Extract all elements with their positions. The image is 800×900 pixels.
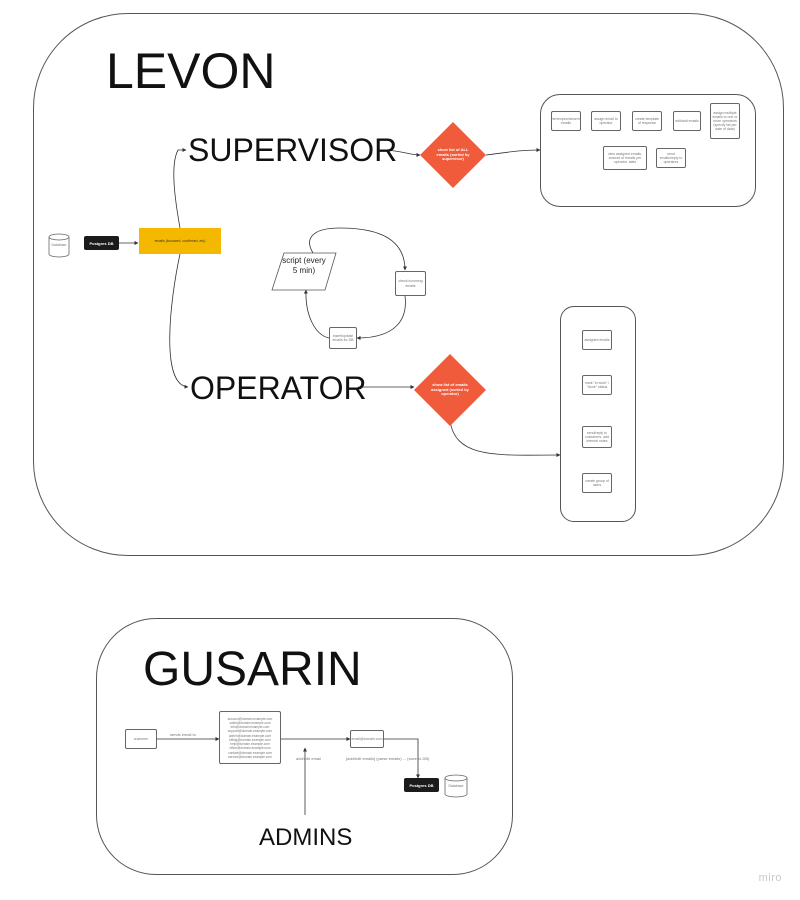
check-emails-node[interactable]: check incoming emails xyxy=(395,271,426,296)
admins-label: ADMINS xyxy=(259,824,353,851)
email-address-item: support@domain.example.com xyxy=(227,728,273,733)
gusarin-postgres-node[interactable]: Postgres DB xyxy=(404,778,439,792)
gusarin-frame xyxy=(96,618,513,875)
levon-title: LEVON xyxy=(106,43,276,99)
miro-watermark: miro xyxy=(758,872,782,884)
supervisor-label: SUPERVISOR xyxy=(188,132,398,168)
add-edit-email-label: add/edit email xyxy=(296,756,321,761)
email-address-item: office@domain.example.com xyxy=(229,745,271,750)
customer-node[interactable]: customer xyxy=(125,729,157,749)
operator-card[interactable]: create group of users xyxy=(582,473,612,493)
supervisor-card[interactable]: edit/add emails xyxy=(673,111,701,131)
flow-description-label: [add/edit emails] (parse emails) ... (sa… xyxy=(346,756,430,761)
operator-diamond-text: show list of emails assigned (sorted by … xyxy=(431,381,469,397)
levon-postgres-node[interactable]: Postgres DB xyxy=(84,236,119,250)
operator-card[interactable]: send/reply to customers, add internal no… xyxy=(582,426,612,448)
operator-panel xyxy=(560,306,636,522)
email-address-item: billing@domain.example.com xyxy=(229,737,271,742)
email-address-item: info@domain.example.com xyxy=(230,724,270,729)
operator-card[interactable]: mark "in work" / "done" status xyxy=(582,375,612,395)
levon-frame xyxy=(33,13,784,556)
supervisor-card[interactable]: delete/reopen/close/mark emails xyxy=(551,111,581,131)
supervisor-card[interactable]: assign multiple emails to one or more op… xyxy=(710,103,740,139)
operator-label: OPERATOR xyxy=(190,370,367,406)
supervisor-card[interactable]: view assigned emails, amount of emails p… xyxy=(603,146,647,170)
email-address-item: account@domain.example.com xyxy=(227,716,273,721)
email-address-item: sales@domain.example.com xyxy=(229,720,271,725)
insert-emails-node[interactable]: insert/update emails for DB xyxy=(329,327,357,349)
supervisor-panel xyxy=(540,94,756,207)
email-address-item: admin@domain.example.com xyxy=(228,733,272,738)
supervisor-card[interactable]: send emails/reply to operators xyxy=(656,148,686,168)
operator-card[interactable]: assigned emails xyxy=(582,330,612,350)
levon-database-label: Database xyxy=(51,243,67,247)
supervisor-card[interactable]: assign email to operator xyxy=(591,111,621,131)
email-address-item: help@domain.example.com xyxy=(230,741,270,746)
email-collector-node[interactable]: email@domain.com xyxy=(350,730,384,748)
emails-sticky-note[interactable]: emails (bounced, confirmed, etc) xyxy=(139,228,221,254)
email-address-item: service@domain.example.com xyxy=(228,754,272,759)
email-addresses-list[interactable]: account@domain.example.com sales@domain.… xyxy=(219,711,281,764)
supervisor-diamond-text: show list of ALL emails (sorted by super… xyxy=(436,146,470,162)
script-label: script (every 5 min) xyxy=(282,256,326,275)
email-address-item: contact@domain.example.com xyxy=(228,750,272,755)
sends-email-label: sends email to xyxy=(170,732,196,737)
gusarin-title: GUSARIN xyxy=(143,643,362,696)
gusarin-database-label: Database xyxy=(448,784,464,788)
supervisor-card[interactable]: create template of response xyxy=(632,111,662,131)
supervisor-diamond[interactable]: show list of ALL emails (sorted by super… xyxy=(420,122,486,188)
operator-diamond[interactable]: show list of emails assigned (sorted by … xyxy=(414,354,486,426)
